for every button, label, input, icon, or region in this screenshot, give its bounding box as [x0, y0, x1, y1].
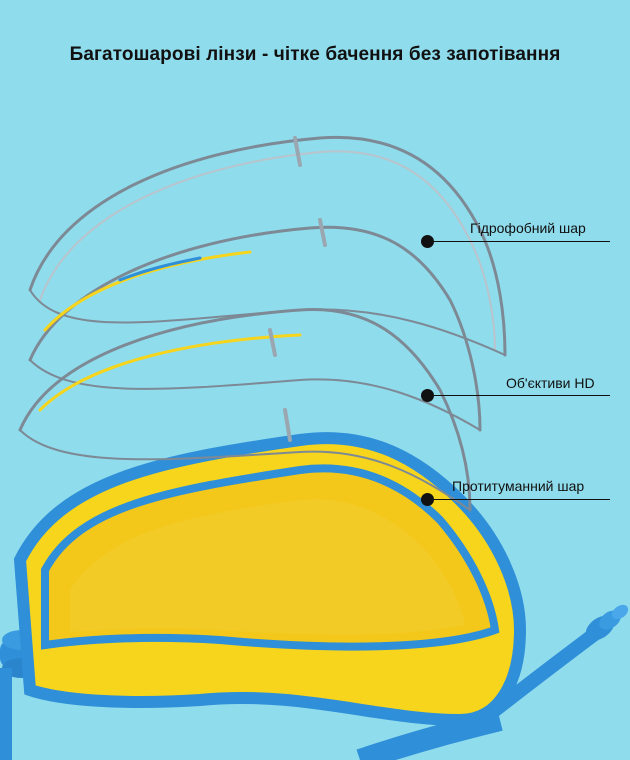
callout-dot: [421, 235, 434, 248]
callout-leader: [434, 395, 610, 396]
callout-dot: [421, 389, 434, 402]
callout-label-hydrophobic: Гідрофобний шар: [470, 220, 586, 236]
callout-leader: [434, 241, 610, 242]
goggle-frame: [13, 432, 527, 727]
headline: Багатошарові лінзи - чітке бачення без з…: [69, 44, 561, 65]
callout-dot: [421, 493, 434, 506]
callout-label-antifog: Протитуманний шар: [452, 478, 585, 494]
callout-label-hd-lenses: Об'єктиви HD: [506, 375, 595, 391]
lens-layers: [18, 135, 507, 512]
strap: [356, 709, 503, 760]
callout-leader: [434, 499, 610, 500]
